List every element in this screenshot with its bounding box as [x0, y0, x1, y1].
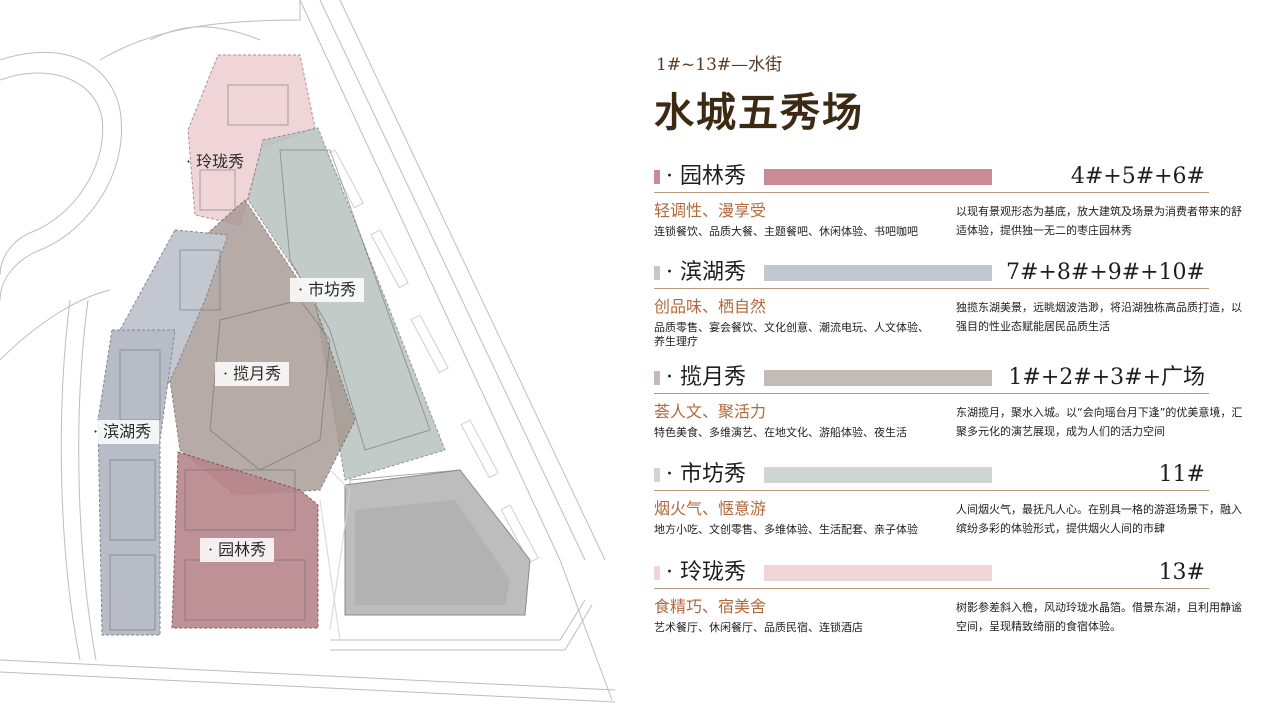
section-slogan: 烟火气、惬意游: [654, 499, 767, 518]
section-buildings: 1#+2#+3#+广场: [1008, 365, 1205, 390]
section-buildings: 4#+5#+6#: [1070, 164, 1205, 189]
map-label-linglong: · 玲珑秀: [186, 152, 245, 171]
map-label-yuanlin: · 园林秀: [200, 538, 275, 562]
section-tags: 艺术餐厅、休闲餐厅、品质民宿、连锁酒店: [654, 621, 863, 634]
section-description: 独揽东湖美景，远眺烟波浩渺，将沿湖独栋高品质打造，以强目的性业态赋能居民品质生活: [956, 301, 1242, 333]
section-header: · 园林秀 4#+5#+6#: [654, 162, 1209, 192]
section-buildings: 13#: [1158, 560, 1205, 585]
section-header: · 揽月秀 1#+2#+3#+广场: [654, 363, 1209, 393]
section-divider: [654, 393, 1209, 394]
map-label-shifang: · 市坊秀: [290, 278, 365, 302]
section-name: · 玲珑秀: [666, 560, 746, 585]
zone-linglong: [187, 54, 316, 226]
section-divider: [654, 288, 1209, 289]
section-marker: [654, 371, 660, 385]
section-description: 以现有景观形态为基底，放大建筑及场景为消费者带来的舒适体验，提供独一无二的枣庄园…: [956, 205, 1242, 237]
map-label-lanyue: · 揽月秀: [215, 362, 290, 386]
section-color-bar: [764, 169, 992, 185]
site-plan-drawing: [0, 0, 616, 703]
section-marker: [654, 468, 660, 482]
section-description: 树影参差斜入檐，风动玲珑水晶箔。借景东湖，且利用静谧空间，呈现精致绮丽的食宿体验…: [956, 601, 1242, 633]
section-slogan: 荟人文、聚活力: [654, 402, 767, 421]
section-tags: 特色美食、多维演艺、在地文化、游船体验、夜生活: [654, 426, 907, 439]
road-curve: [0, 51, 122, 301]
subtitle: 1#~13#—水街: [656, 55, 783, 75]
section-marker: [654, 170, 660, 184]
section-header: · 玲珑秀 13#: [654, 558, 1209, 588]
section-slogan: 创品味、栖自然: [654, 297, 767, 316]
section-tags: 品质零售、宴会餐饮、文化创意、潮流电玩、人文体验、养生理疗: [654, 321, 929, 348]
section-name: · 滨湖秀: [666, 260, 746, 285]
section-header: · 市坊秀 11#: [654, 460, 1209, 490]
section-description: 东湖揽月，聚水入城。以“会向瑶台月下逢”的优美意境，汇聚多元化的演艺展现，成为人…: [956, 406, 1243, 438]
site-plan-map: · 玲珑秀 · 市坊秀 · 揽月秀 · 滨湖秀 · 园林秀: [0, 0, 616, 708]
section-header: · 滨湖秀 7#+8#+9#+10#: [654, 258, 1209, 288]
section-color-bar: [764, 467, 992, 483]
page-title: 水城五秀场: [654, 89, 864, 136]
zone-shifang: [247, 127, 446, 481]
section-divider: [654, 588, 1209, 589]
section-slogan: 轻调性、漫享受: [654, 201, 767, 220]
section-description: 人间烟火气，最抚凡人心。在别具一格的游逛场景下，融入缤纷多彩的体验形式，提供烟火…: [956, 503, 1242, 535]
section-divider: [654, 490, 1209, 491]
section-color-bar: [764, 565, 992, 581]
map-label-binhu: · 滨湖秀: [85, 420, 160, 444]
section-color-bar: [764, 265, 992, 281]
section-name: · 揽月秀: [666, 365, 746, 390]
section-name: · 园林秀: [666, 164, 746, 189]
section-buildings: 7#+8#+9#+10#: [1005, 260, 1205, 285]
info-panel: 1#~13#—水街 水城五秀场 · 园林秀 4#+5#+6# 轻调性、漫享受 连…: [640, 0, 1260, 708]
section-marker: [654, 266, 660, 280]
section-tags: 地方小吃、文创零售、多维体验、生活配套、亲子体验: [654, 523, 918, 536]
section-name: · 市坊秀: [666, 462, 746, 487]
section-buildings: 11#: [1158, 462, 1205, 487]
section-tags: 连锁餐饮、品质大餐、主题餐吧、休闲体验、书吧咖吧: [654, 225, 918, 238]
section-slogan: 食精巧、宿美舍: [654, 597, 767, 616]
section-divider: [654, 192, 1209, 193]
section-color-bar: [764, 370, 992, 386]
section-marker: [654, 566, 660, 580]
